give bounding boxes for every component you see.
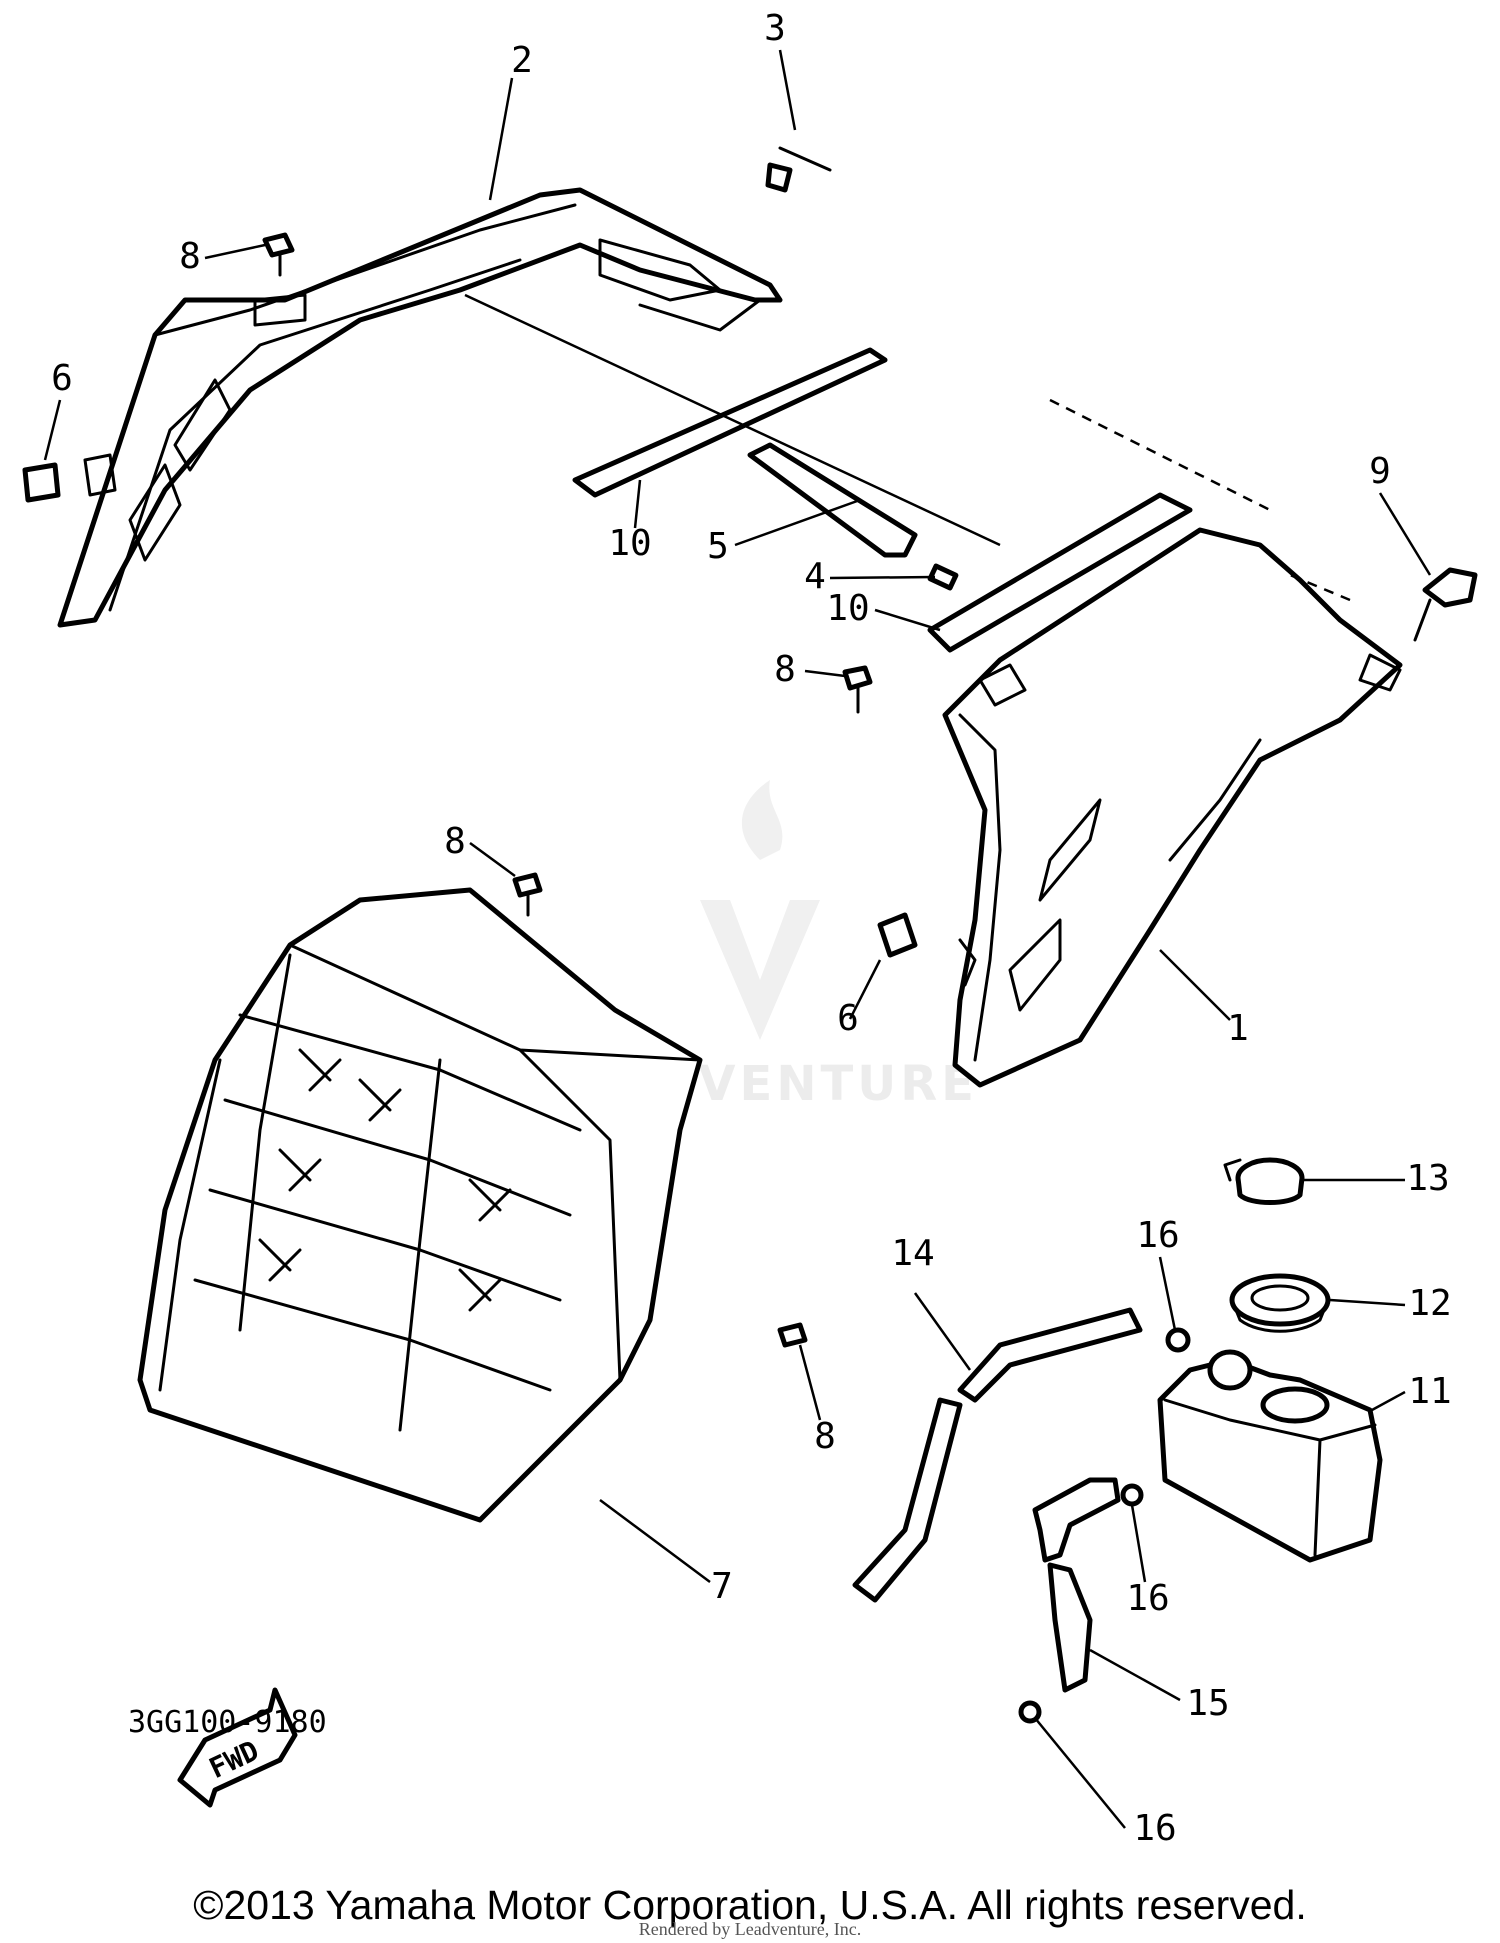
part-16-clamps — [1018, 1327, 1191, 1724]
callout-16-top: 16 — [1136, 1215, 1179, 1256]
part-6-clip-right — [877, 912, 918, 958]
part-12-seal — [1229, 1273, 1331, 1333]
part-1-right-cover — [942, 527, 1403, 1088]
callout-12: 12 — [1408, 1283, 1451, 1324]
part-14-hose — [852, 1307, 1143, 1603]
callout-15: 15 — [1186, 1683, 1229, 1724]
rendered-by: Rendered by Leadventure, Inc. — [638, 1919, 862, 1939]
part-4-clip — [927, 563, 959, 591]
callout-16-mid: 16 — [1126, 1578, 1169, 1619]
callout-8-side: 8 — [814, 1416, 836, 1457]
part-11-tank — [1157, 1349, 1383, 1563]
callout-1: 1 — [1227, 1008, 1249, 1049]
part-3-rivet — [765, 146, 832, 193]
part-8-screw-top — [262, 232, 295, 277]
callout-11: 11 — [1408, 1371, 1451, 1412]
callout-6-left: 6 — [51, 358, 73, 399]
callout-14: 14 — [891, 1233, 934, 1274]
callout-8-shroud: 8 — [444, 821, 466, 862]
part-8-screw-side — [777, 1322, 808, 1348]
callout-6-right: 6 — [837, 998, 859, 1039]
callout-8-top: 8 — [179, 236, 201, 277]
part-5-strip — [747, 442, 918, 558]
callout-10-upper: 10 — [608, 523, 651, 564]
leader-lines — [43, 49, 1432, 1829]
diagram-code: 3GG100-9180 — [128, 1705, 327, 1740]
callout-16-bottom: 16 — [1133, 1808, 1176, 1849]
copyright-notice: ©2013 Yamaha Motor Corporation, U.S.A. A… — [193, 1882, 1307, 1928]
callout-13: 13 — [1406, 1158, 1449, 1199]
part-2-left-cover — [57, 187, 783, 628]
part-13-cap — [1223, 1157, 1305, 1205]
part-10-strip-lower — [927, 492, 1193, 653]
callout-9: 9 — [1369, 451, 1391, 492]
callout-3: 3 — [764, 8, 786, 49]
part-9-bolt — [1413, 567, 1478, 642]
part-6-clip-left — [22, 462, 61, 503]
callout-7: 7 — [711, 1566, 733, 1607]
part-15-hose — [1032, 1477, 1121, 1693]
callout-4: 4 — [804, 556, 826, 597]
part-8-screw-shroud — [512, 872, 543, 917]
callout-10-lower: 10 — [826, 588, 869, 629]
callout-8-mid: 8 — [774, 649, 796, 690]
callout-5: 5 — [707, 526, 729, 567]
part-7-shroud — [137, 887, 703, 1523]
callouts: 2 3 8 6 10 5 4 10 9 8 8 6 1 13 14 16 12 … — [51, 8, 1452, 1849]
part-8-screw-mid — [842, 665, 873, 714]
callout-2: 2 — [511, 40, 533, 81]
part-10-strip-upper — [572, 347, 888, 498]
